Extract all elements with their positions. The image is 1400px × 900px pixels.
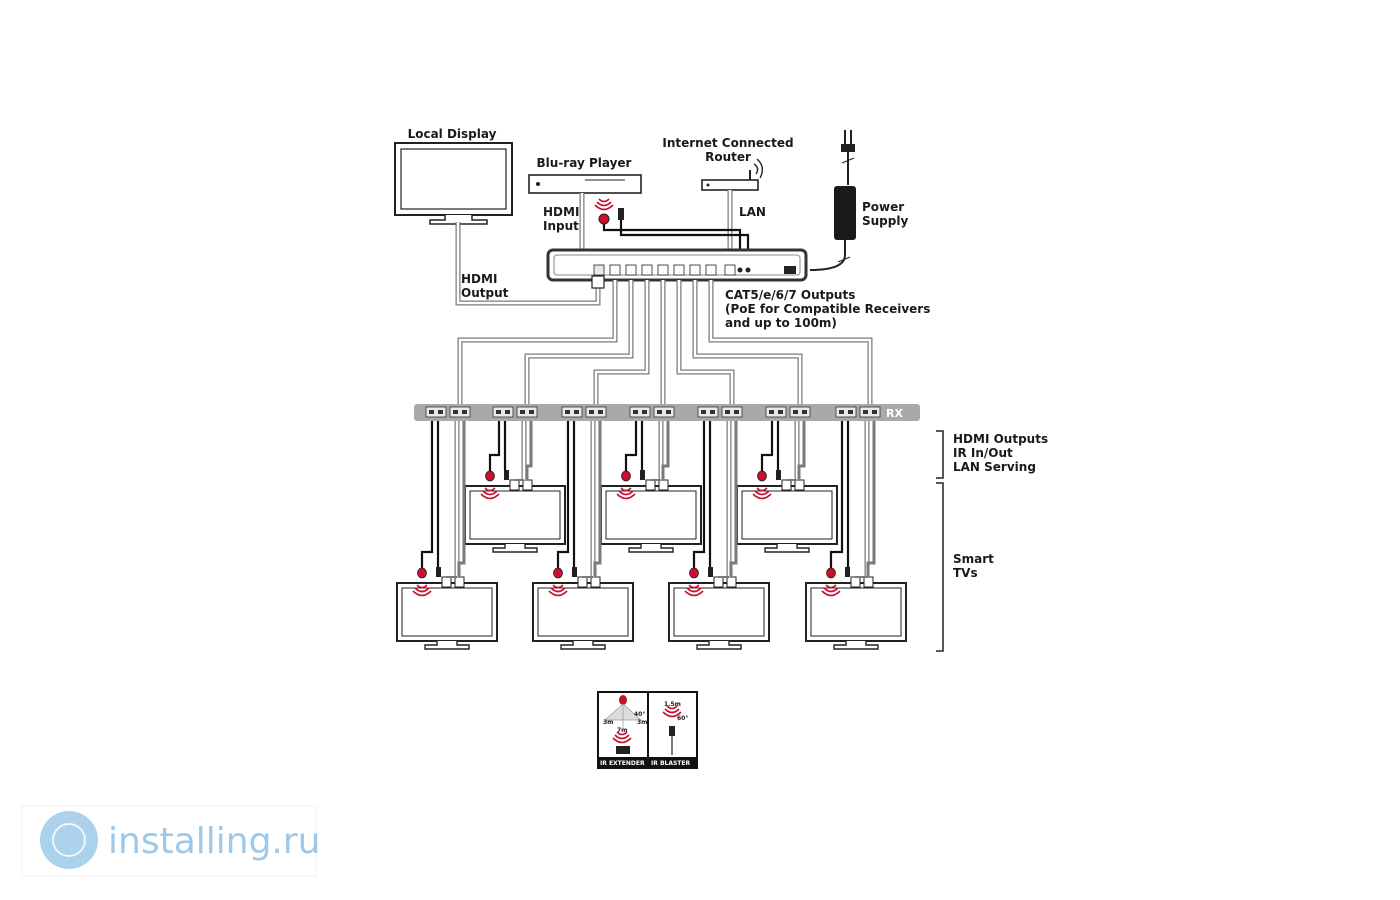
bracket1-line2: IR In/Out (953, 446, 1013, 460)
smart-tv (532, 421, 634, 650)
hdmi-output-label-line1: HDMI (461, 272, 497, 286)
rx-label: RX (886, 407, 903, 420)
bracket-smart-tvs (936, 482, 944, 652)
legend-3m-left: 3m (603, 719, 613, 726)
hdmi-output-label-line2: Output (461, 286, 509, 300)
legend-ir-blaster: IR BLASTER (651, 760, 690, 767)
ir-legend (597, 691, 698, 769)
smart-tv (736, 421, 838, 553)
watermark-logo-icon (40, 811, 98, 869)
bracket1-line3: LAN Serving (953, 460, 1036, 474)
bracket2-line2: TVs (953, 566, 978, 580)
bluray-label: Blu-ray Player (537, 156, 632, 170)
legend-7m: 7m (617, 727, 627, 734)
matrix-switcher (546, 248, 808, 282)
bracket-hdmi-outputs (936, 430, 944, 479)
watermark: installing.ru (21, 805, 320, 877)
legend-1-5m: 1.5m (664, 701, 681, 708)
cat-cables (457, 280, 873, 408)
router-label-line2: Router (705, 150, 751, 164)
legend-ir-extender: IR EXTENDER (600, 760, 645, 767)
local-display-label: Local Display (408, 127, 497, 141)
smart-tv (464, 421, 566, 553)
ir-emitter-top (594, 198, 750, 262)
smart-tv (396, 421, 498, 650)
smart-tv (668, 421, 770, 650)
bracket2-line1: Smart (953, 552, 994, 566)
smart-tv (805, 421, 907, 650)
cat-label-line1: CAT5/e/6/7 Outputs (725, 288, 855, 302)
smart-tvs (396, 421, 907, 650)
lan-label: LAN (739, 205, 766, 219)
smart-tv (600, 421, 702, 553)
legend-40deg: 40° (634, 711, 645, 718)
cat-label-line3: and up to 100m) (725, 316, 837, 330)
router-label-line1: Internet Connected (662, 136, 793, 150)
bracket1-line1: HDMI Outputs (953, 432, 1048, 446)
hdmi-input-label-line2: Input (543, 219, 579, 233)
cat-label-line2: (PoE for Compatible Receivers (725, 302, 930, 316)
local-display (394, 142, 513, 225)
power-label-line1: Power (862, 200, 904, 214)
legend-60deg: 60° (677, 715, 688, 722)
watermark-text: installing.ru (108, 821, 320, 862)
legend-3m-right: 3m (637, 719, 647, 726)
power-label-line2: Supply (862, 214, 908, 228)
bluray-player (528, 174, 642, 194)
rx-bar (414, 404, 920, 421)
power-supply (809, 130, 856, 271)
hdmi-input-label-line1: HDMI (543, 205, 579, 219)
